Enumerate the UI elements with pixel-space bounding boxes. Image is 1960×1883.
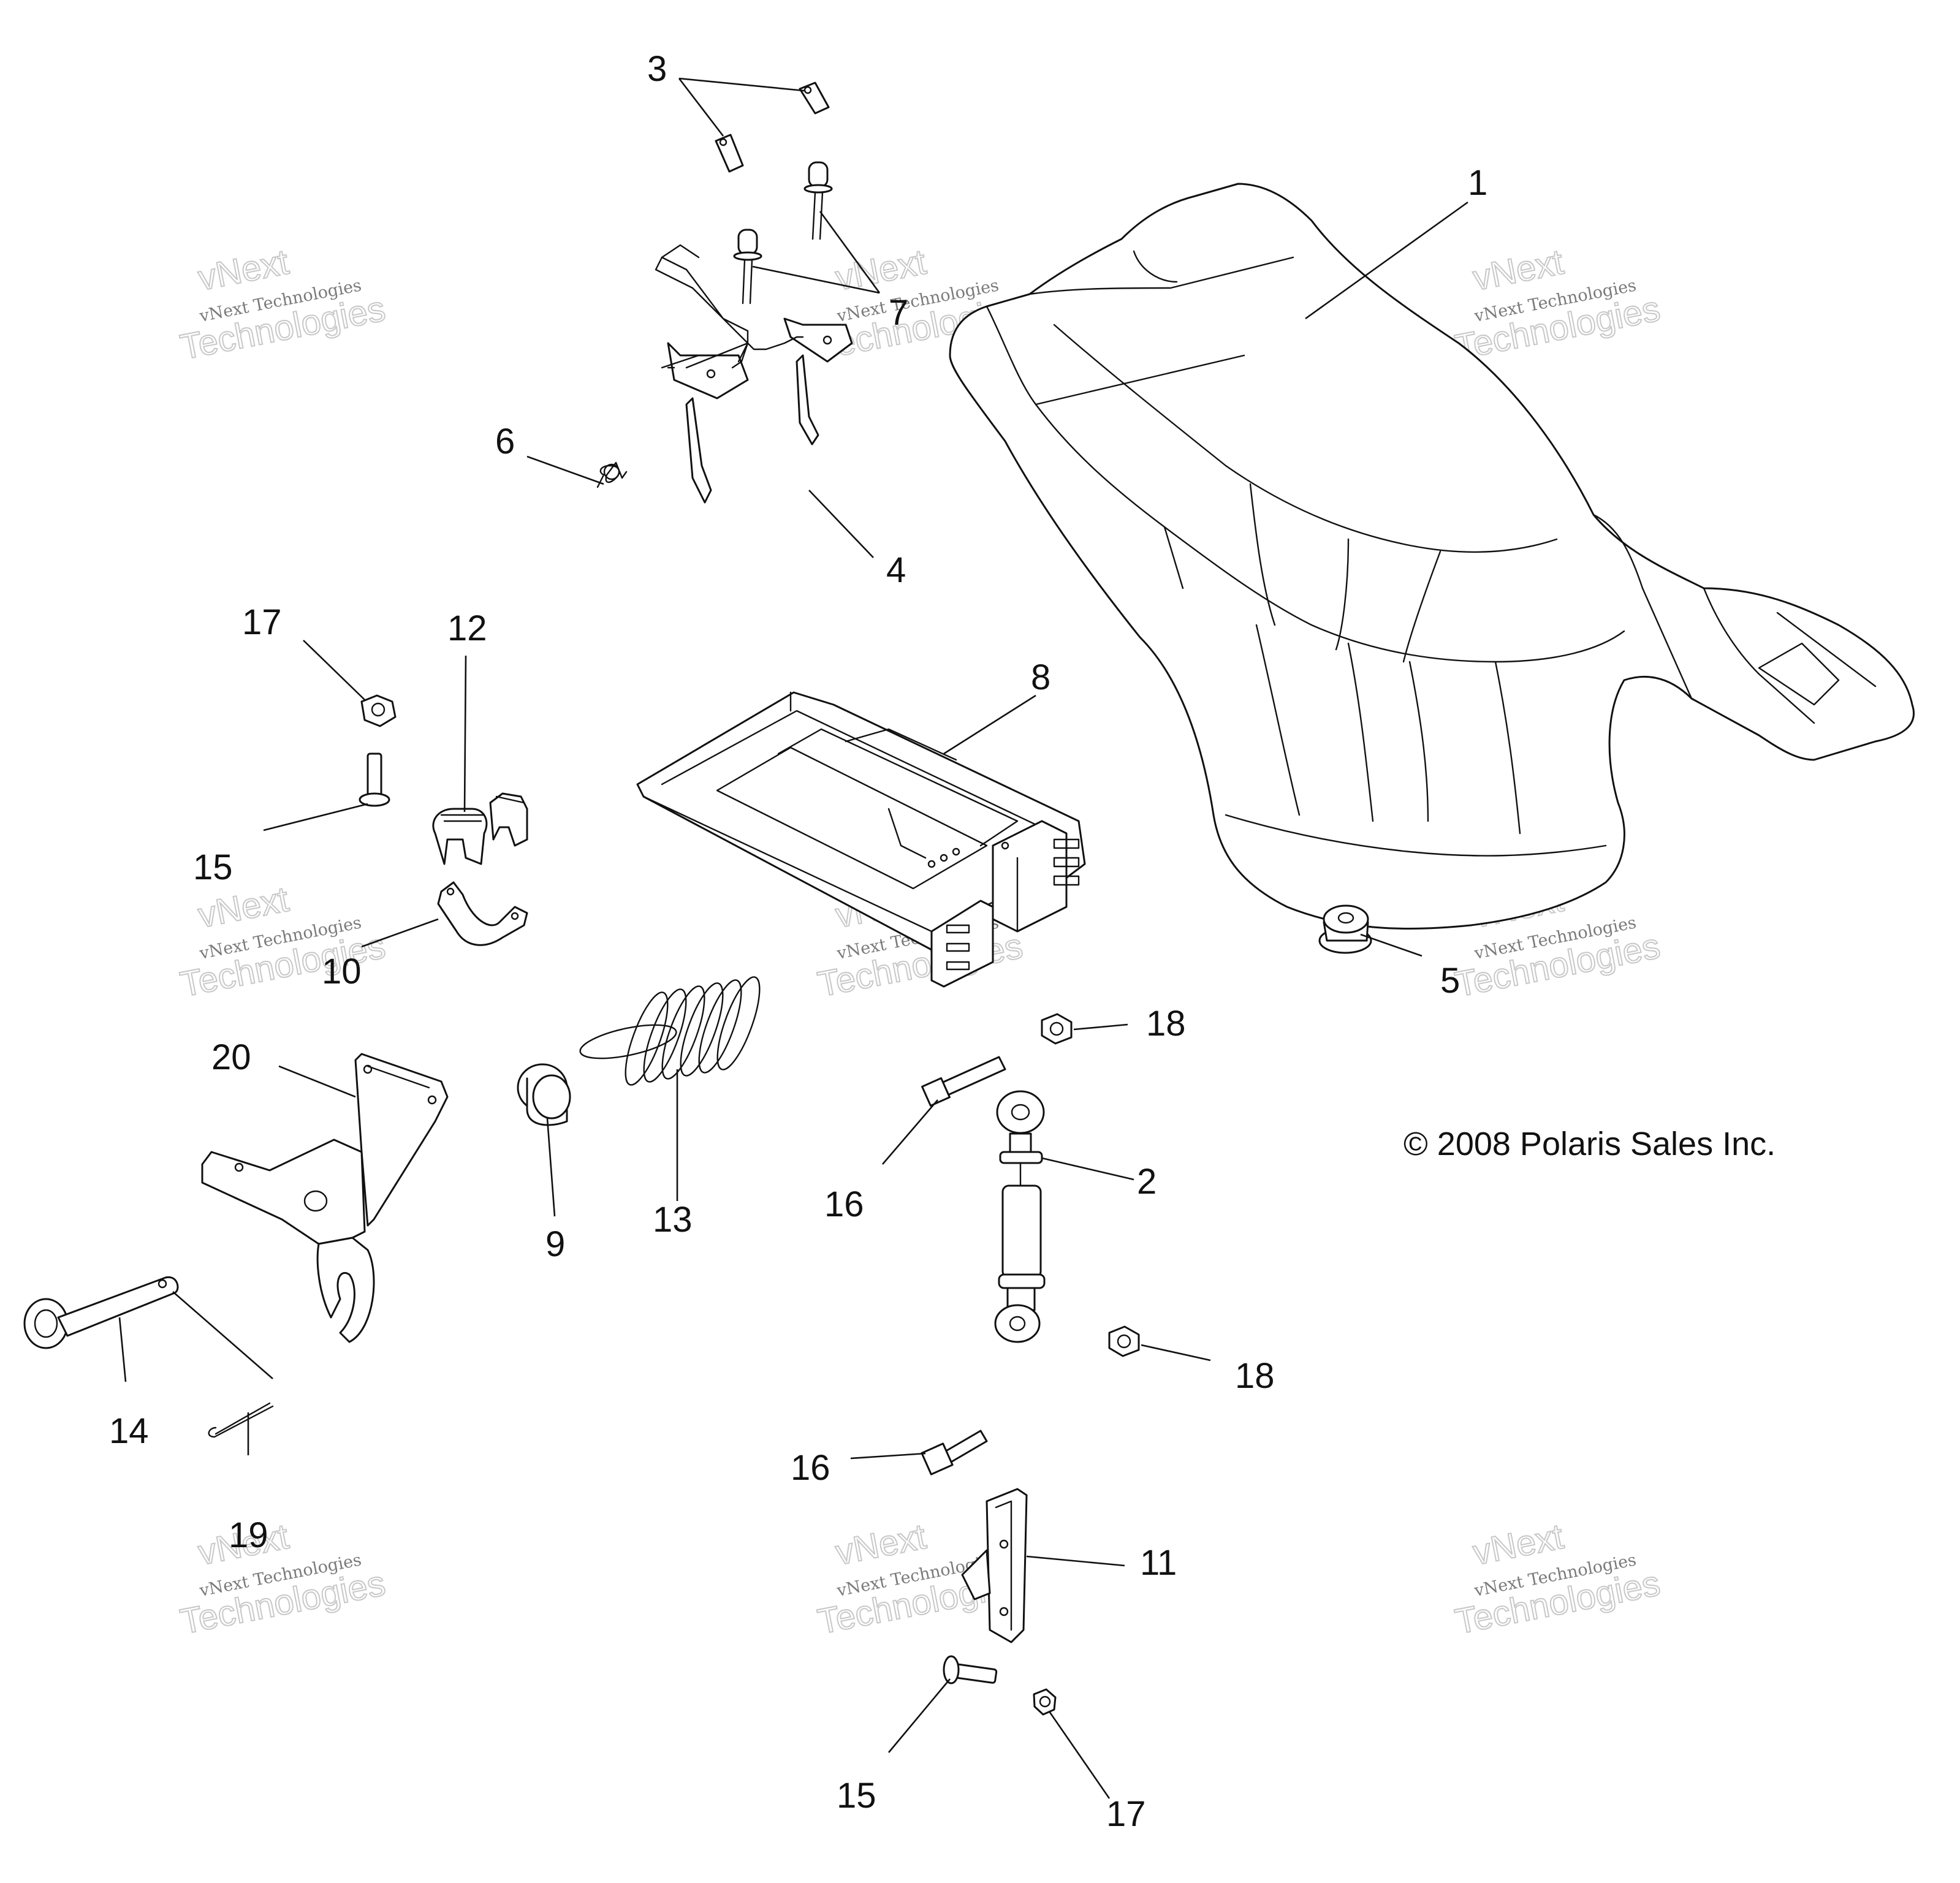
copyright-text: © 2008 Polaris Sales Inc. (1404, 1126, 1776, 1162)
mount-bracket-part (961, 1488, 1028, 1643)
callout-9: 9 (545, 1224, 565, 1264)
callout-3: 3 (647, 49, 667, 89)
callout-4: 4 (886, 550, 906, 590)
leader-line (1141, 1344, 1211, 1362)
clip-tab-part (799, 81, 830, 115)
callout-1: 1 (1468, 163, 1487, 203)
callout-18: 18 (1146, 1004, 1186, 1044)
leader-line (526, 455, 604, 485)
rubber-bumper-part (1318, 904, 1372, 954)
callout-7: 7 (889, 293, 908, 333)
leader-line (278, 1065, 356, 1098)
watermark: vNext vNext Technologies Technologies (1451, 241, 1664, 368)
watermark: vNext vNext Technologies Technologies (177, 1516, 389, 1643)
pivot-pin-part (23, 1276, 179, 1349)
callout-18: 18 (1235, 1356, 1275, 1396)
svg-text:vNext: vNext (195, 879, 292, 936)
nut-part (1041, 1013, 1073, 1045)
leader-line (752, 265, 880, 294)
torsion-spring-part (596, 461, 628, 488)
callout-17: 17 (1106, 1794, 1146, 1834)
bolt-part (943, 1655, 998, 1684)
leader-line (678, 78, 724, 137)
leader-line (943, 694, 1036, 755)
callout-17: 17 (242, 602, 282, 642)
leader-line (463, 655, 467, 813)
storage-tray-part (636, 691, 1086, 988)
shock-absorber-part (994, 1090, 1046, 1343)
svg-text:vNext: vNext (832, 1517, 929, 1573)
bushing-clip-part (432, 792, 528, 865)
svg-text:vNext: vNext (832, 242, 929, 298)
flange-nut-part (1033, 1688, 1057, 1716)
callout-20: 20 (211, 1037, 251, 1077)
bolt-part (921, 1056, 1006, 1107)
leader-line (1073, 1023, 1128, 1031)
leader-line (263, 803, 368, 832)
seat-part (949, 183, 1915, 930)
flange-nut-part (360, 694, 397, 727)
callout-11: 11 (1140, 1543, 1177, 1583)
bolt-part (921, 1430, 988, 1476)
cotter-pin-part (208, 1402, 274, 1438)
callout-15: 15 (837, 1776, 876, 1816)
watermark: vNext vNext Technologies Technologies (177, 241, 389, 368)
clip-tab-part (715, 134, 744, 173)
callout-16: 16 (791, 1448, 830, 1488)
push-pin-part (733, 229, 762, 305)
leader-lines (118, 77, 1468, 1799)
callout-10: 10 (322, 952, 362, 991)
leader-line (303, 640, 365, 700)
callout-2: 2 (1137, 1162, 1157, 1202)
nut-part (1108, 1325, 1140, 1357)
bolt-part (359, 752, 390, 807)
callout-8: 8 (1031, 657, 1050, 697)
callout-15: 15 (193, 847, 233, 887)
leader-line (1360, 933, 1423, 957)
leader-line (888, 1678, 951, 1753)
callout-13: 13 (653, 1200, 693, 1240)
callout-19: 19 (229, 1515, 268, 1555)
leader-line (361, 918, 439, 948)
svg-text:vNext: vNext (195, 242, 292, 298)
leader-line (1048, 1711, 1111, 1799)
hinge-bracket-part (201, 1053, 449, 1343)
spring-seat-part (517, 1063, 571, 1126)
callout-16: 16 (824, 1184, 864, 1224)
leader-line (882, 1099, 938, 1165)
leader-line (819, 211, 881, 294)
leader-line (808, 490, 874, 558)
callout-6: 6 (495, 422, 515, 461)
leader-line (1041, 1157, 1134, 1181)
leader-line (1305, 201, 1468, 320)
callout-14: 14 (109, 1411, 149, 1451)
leader-line (678, 77, 805, 92)
callout-12: 12 (447, 608, 487, 648)
leader-line (1026, 1555, 1125, 1567)
push-pin-part (803, 161, 833, 240)
leader-line (850, 1452, 926, 1460)
coil-spring-part (579, 976, 761, 1086)
callout-5: 5 (1440, 961, 1460, 1001)
leader-line (172, 1291, 273, 1379)
callouts: 1 2 3 4 5 6 7 8 9 10 11 12 13 14 15 15 1… (109, 49, 1487, 1834)
svg-text:vNext: vNext (1470, 1517, 1567, 1573)
seat-latch-part (655, 244, 853, 504)
leader-line (118, 1317, 127, 1382)
strap-bracket-part (437, 881, 528, 946)
watermark: vNext vNext Technologies Technologies (1451, 1516, 1664, 1643)
leader-line (546, 1118, 556, 1217)
svg-text:vNext: vNext (1470, 242, 1567, 298)
